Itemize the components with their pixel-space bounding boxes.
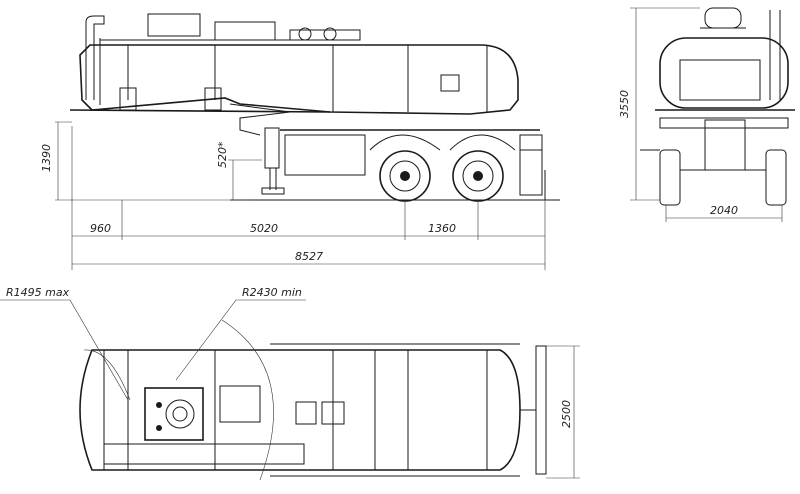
dim-overall-height: 3550 [618,90,631,118]
note-front-radius: R1495 max [6,286,70,299]
dim-axle-spread: 1360 [428,222,456,235]
side-view [69,13,560,202]
dim-overall-width: 2500 [560,400,573,428]
plan-annotations: R1495 max R2430 min [0,286,306,481]
dim-coupling-height: 1390 [40,144,53,172]
dim-front-overhang: 960 [90,222,111,235]
dim-support-height: 520* [216,141,229,168]
side-dimensions: 1390 520* 960 5020 1360 8527 [40,121,546,270]
plan-dimensions: 2500 [546,345,580,479]
note-turn-radius: R2430 min [242,286,302,299]
dim-overall-width-rear: 2040 [710,204,738,217]
plan-view [79,343,547,477]
dim-overall-length: 8527 [295,250,323,263]
dim-wheelbase: 5020 [250,222,278,235]
rear-view [640,7,795,206]
rear-dimensions: 3550 2040 [618,7,783,222]
